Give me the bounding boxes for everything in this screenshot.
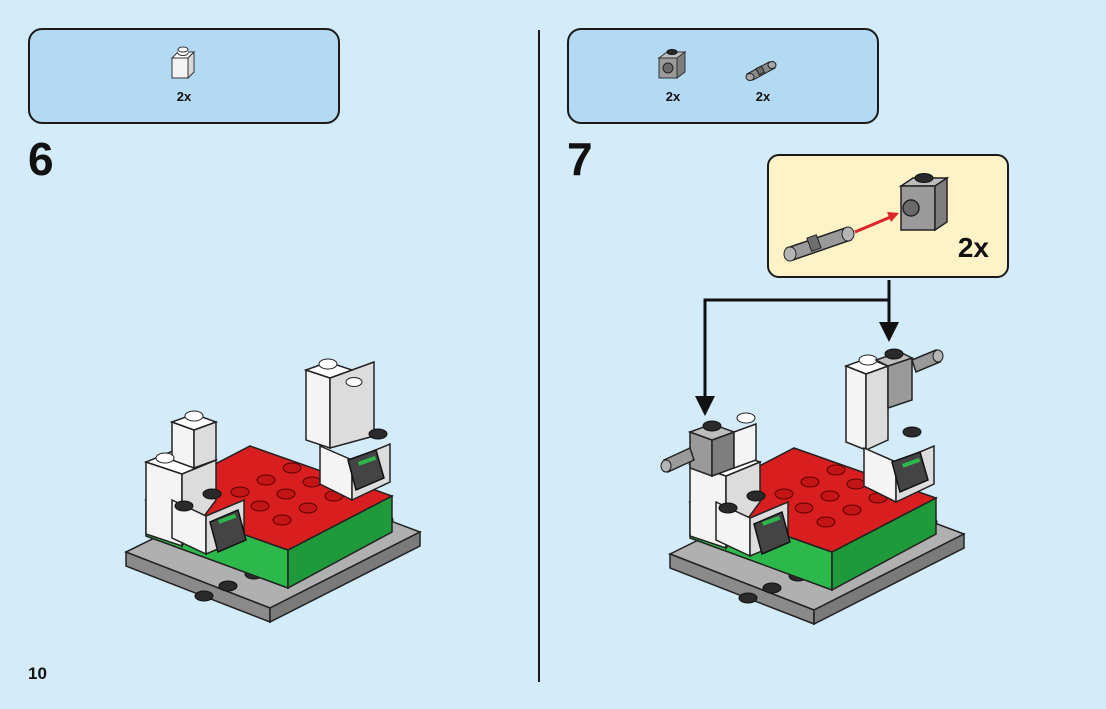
step-7-part-grey-technic-brick: 2x (655, 48, 691, 104)
step-6-part-white-brick: 2x (168, 46, 200, 104)
step-7-parts-box: 2x 2x (567, 28, 879, 124)
part-quantity: 2x (755, 89, 771, 104)
callout-quantity: 2x (957, 232, 989, 263)
part-quantity: 2x (176, 89, 192, 104)
page-number: 10 (28, 664, 47, 683)
step-number: 6 (28, 133, 54, 185)
step-6-model-illustration (124, 358, 422, 624)
grey-technic-brick-1x1-icon (657, 49, 687, 79)
page-divider (538, 30, 540, 682)
step-7-part-grey-technic-pin: 2x (743, 48, 783, 104)
pin-into-brick-illustration (783, 173, 950, 262)
step-number: 7 (567, 133, 593, 185)
part-quantity: 2x (665, 89, 681, 104)
white-brick-1x1-icon (170, 46, 196, 80)
grey-technic-pin-icon (745, 61, 777, 81)
step-7-model-illustration (660, 348, 966, 626)
sub-assembly-callout: 2x (767, 154, 1009, 278)
step-6-parts-box: 2x (28, 28, 340, 124)
